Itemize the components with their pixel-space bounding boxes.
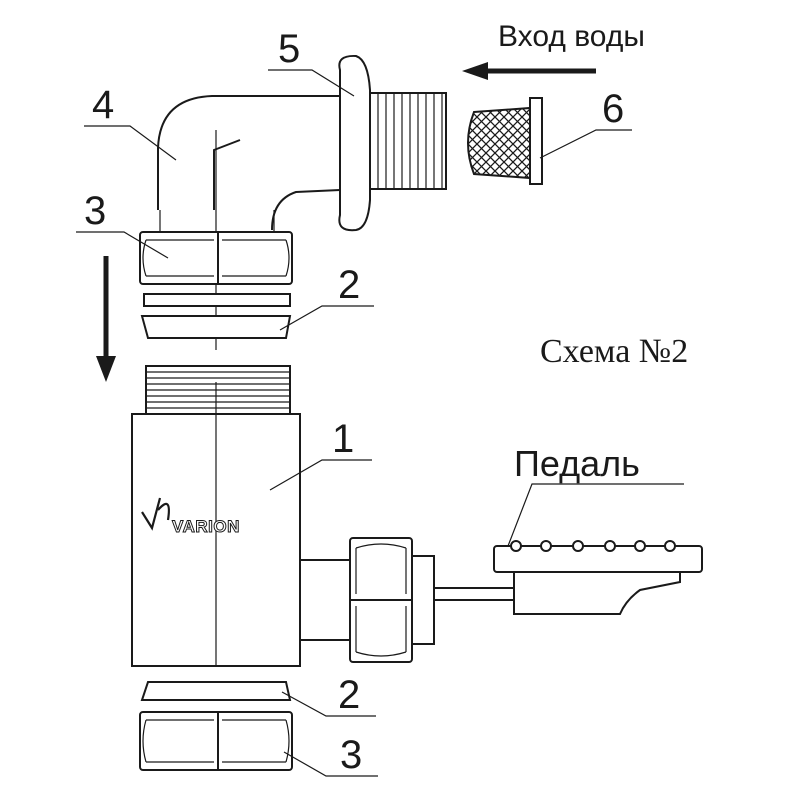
callout-2-bottom: 2	[338, 673, 360, 717]
part-6-mesh-filter	[467, 97, 543, 185]
part-3-top-nut	[139, 210, 293, 285]
pedal-label: Педаль	[514, 443, 640, 484]
part-1-valve-body	[131, 365, 435, 667]
water-inlet-label: Вход воды	[498, 20, 645, 53]
part-2-top-gasket	[140, 293, 292, 339]
thread-lines-part-1	[146, 371, 290, 409]
scheme-label: Схема №2	[540, 333, 688, 370]
part-5-flange-fitting	[338, 54, 447, 232]
down-arrow	[96, 256, 116, 382]
pedal	[493, 540, 703, 615]
water-inlet-arrow	[462, 62, 596, 80]
varion-logo: VARION	[141, 497, 240, 537]
callout-4: 4	[92, 83, 114, 127]
part-4-elbow	[157, 95, 341, 350]
callout-1: 1	[332, 417, 354, 461]
pedal-cable	[434, 587, 514, 601]
leader-lines	[76, 69, 684, 777]
callout-3-top: 3	[84, 189, 106, 233]
part-3-bottom-nut	[139, 711, 293, 771]
thread-lines-part-5	[377, 93, 443, 189]
callout-5: 5	[278, 27, 300, 71]
svg-text:VARION: VARION	[172, 517, 240, 536]
callout-2-top: 2	[338, 263, 360, 307]
callout-3-bottom: 3	[340, 733, 362, 777]
part-2-bottom-gasket	[140, 681, 292, 701]
callout-6: 6	[602, 87, 624, 131]
